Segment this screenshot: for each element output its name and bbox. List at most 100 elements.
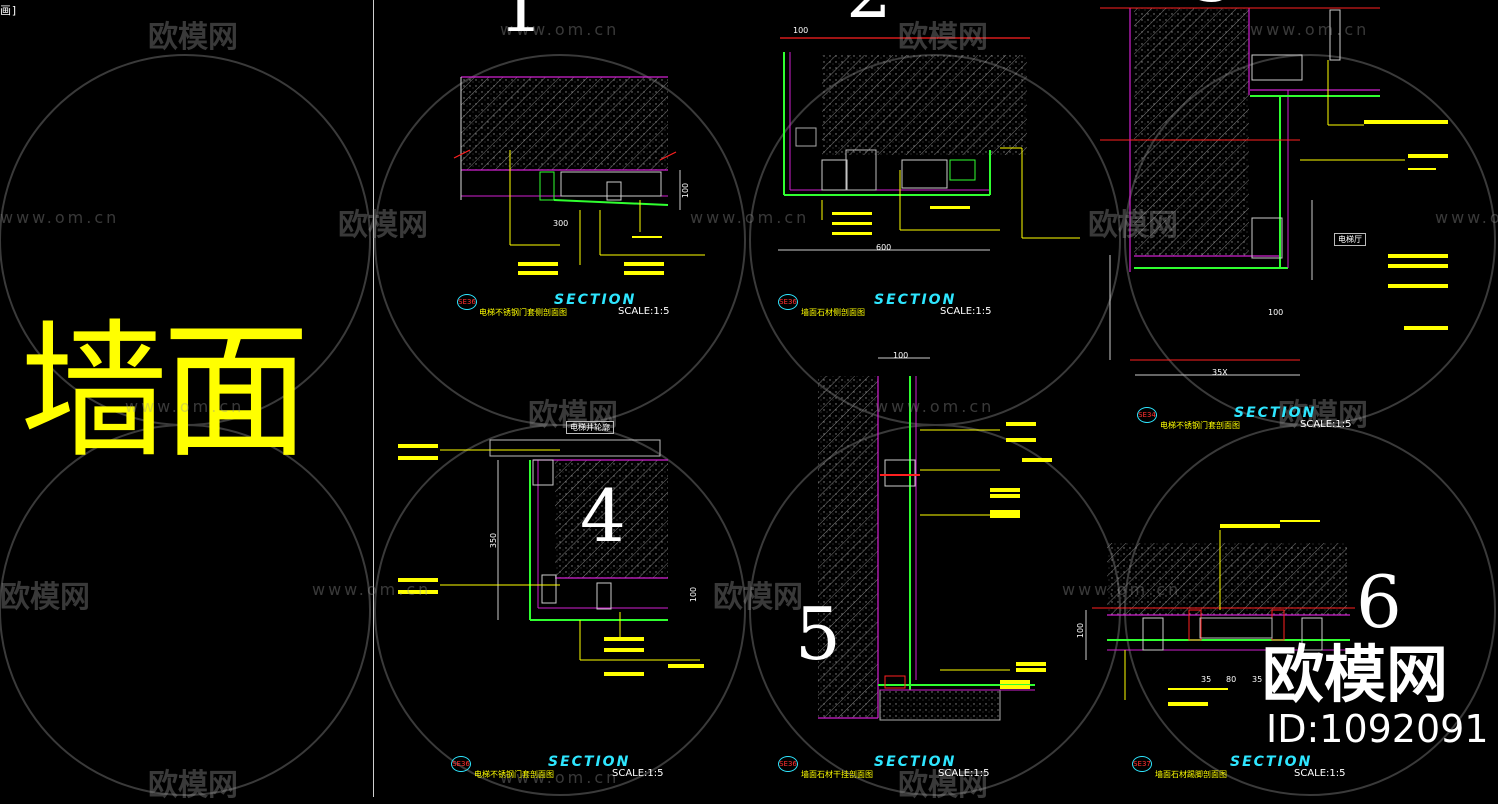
dimension-label: 100 <box>893 351 909 360</box>
annotation-text-bar <box>1000 680 1030 684</box>
section3-profile <box>1251 54 1303 81</box>
annotation-text-bar <box>668 664 704 668</box>
section-caption: 电梯不锈钢门套剖面图 <box>1160 421 1240 430</box>
annotation-text-bar <box>632 236 662 238</box>
annotation-text-bar <box>990 488 1020 492</box>
section3-anchor <box>1329 9 1341 61</box>
section6-joint <box>1188 609 1202 641</box>
section1-stainless-frame <box>539 171 555 201</box>
section6-clip <box>1301 617 1323 651</box>
annotation-text-bar <box>1388 284 1448 288</box>
section1-green-strip <box>553 199 669 206</box>
annotation-text-bar <box>1006 422 1036 426</box>
section-caption: 墙面石材干挂剖面图 <box>801 770 873 779</box>
concrete-dots <box>822 55 1027 155</box>
section-caption: 墙面石材踢脚剖面图 <box>1155 770 1227 779</box>
annotation-text-bar <box>1388 254 1448 258</box>
watermark-logo: 欧模网 <box>0 580 90 615</box>
section2-panel <box>845 149 877 191</box>
watermark-url: www.om.cn <box>500 768 620 787</box>
section2-clip <box>795 127 817 147</box>
section-scale: SCALE:1:5 <box>1300 419 1352 430</box>
section5-bracket <box>884 459 916 487</box>
watermark-logo: 欧模网 <box>100 12 238 56</box>
concrete-dots <box>1134 8 1249 256</box>
brand-id: ID:1092091 <box>1266 707 1489 751</box>
sofa-logo-icon <box>1040 213 1082 241</box>
annotation-text-bar <box>990 510 1020 514</box>
section-caption: 电梯不锈钢门套侧剖面图 <box>479 308 567 317</box>
dimension-label: 100 <box>689 586 699 603</box>
section4-top-box <box>489 439 661 457</box>
dimension-label: 300 <box>553 219 569 228</box>
watermark-circle <box>0 424 371 796</box>
section6-cap <box>1199 617 1273 639</box>
section5-floor <box>879 689 1001 721</box>
annotation-text-bar <box>604 672 644 676</box>
watermark-url: www.om.cn <box>125 397 245 416</box>
annotation-text-bar <box>398 590 438 594</box>
dimension-label: 80 <box>1226 675 1237 684</box>
watermark-url: www.om.cn <box>312 580 432 599</box>
section-scale: SCALE:1:5 <box>940 306 992 317</box>
annotation-text-bar <box>1168 702 1208 706</box>
annotation-text-bar <box>1000 685 1030 689</box>
annotation-text-bar <box>930 206 970 209</box>
dimension-label: 100 <box>1268 308 1284 317</box>
annotation-text-bar <box>1280 520 1320 522</box>
watermark-url: www.om.cn <box>1435 208 1498 227</box>
section-number-2: 2 <box>846 0 892 28</box>
section4-clip <box>541 574 557 604</box>
dimension-label: 100 <box>681 182 691 199</box>
drawing-title: 墙面 <box>20 306 310 478</box>
section-scale: SCALE:1:5 <box>1294 768 1346 779</box>
section-tag: SECTION <box>1234 405 1317 421</box>
section-tag: SECTION <box>1230 754 1313 770</box>
annotation-text-bar <box>832 222 872 225</box>
dimension-label: 350 <box>489 532 499 549</box>
brand-name: 欧模网 <box>1262 638 1449 711</box>
section-scale: SCALE:1:5 <box>612 768 664 779</box>
annotation-text-bar <box>1022 458 1052 462</box>
annotation-text-bar <box>1388 264 1448 268</box>
sofa-logo-icon <box>665 585 707 613</box>
section2-door-frame <box>821 159 848 191</box>
watermark-logo: 欧模网 <box>290 200 428 244</box>
annotation-text-bar <box>990 514 1020 518</box>
section3-profile <box>1251 217 1283 259</box>
annotation-text-bar <box>398 456 438 460</box>
annotation-text-bar <box>832 212 872 215</box>
section-scale: SCALE:1:5 <box>618 306 670 317</box>
section-badge: SE36 <box>778 756 798 772</box>
watermark-logo: 欧模网 <box>100 760 238 804</box>
annotation-text-bar <box>518 262 558 266</box>
concrete-dots <box>555 460 668 578</box>
sofa-logo-icon <box>1412 577 1454 605</box>
annotation-text-bar <box>624 271 664 275</box>
section-badge: SE34 <box>1137 407 1157 423</box>
section-number-4: 4 <box>580 474 626 558</box>
annotation-text-bar <box>1408 154 1448 158</box>
annotation-text-bar <box>832 232 872 235</box>
annotation-text-bar <box>990 494 1020 498</box>
watermark-logo: 欧模网 <box>850 12 988 56</box>
concrete-dots <box>1107 543 1347 615</box>
section-number-5: 5 <box>795 592 841 676</box>
annotation-text-bar <box>518 271 558 275</box>
watermark-logo: 欧模网 <box>1230 390 1368 434</box>
watermark-url: www.om.cn <box>875 397 995 416</box>
dimension-label: 600 <box>876 243 892 252</box>
section6-clip <box>1142 617 1164 651</box>
watermark-url: www.om.cn <box>500 20 620 39</box>
annotation-text-bar <box>1168 688 1228 690</box>
section-tag: SECTION <box>548 754 631 770</box>
watermark-url: www.om.cn <box>0 208 120 227</box>
concrete-dots <box>461 77 668 170</box>
annotation-text-bar <box>1006 438 1036 442</box>
watermark-logo: 欧模网 <box>480 390 618 434</box>
section2-frame <box>901 159 948 189</box>
dimension-label: 100 <box>793 26 809 35</box>
section-caption: 墙面石材侧剖面图 <box>801 308 865 317</box>
